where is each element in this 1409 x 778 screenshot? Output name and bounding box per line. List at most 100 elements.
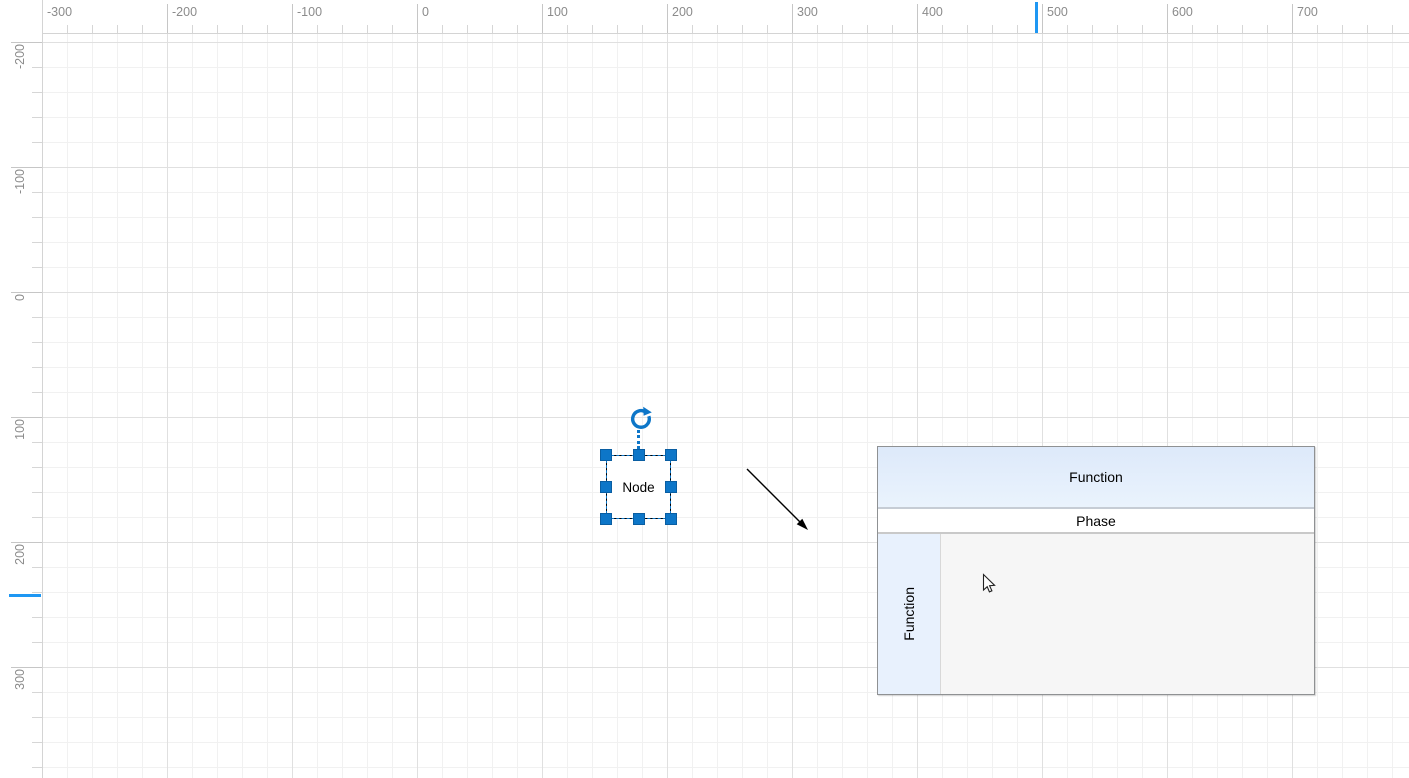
horizontal-ruler-tick [817,25,818,33]
vertical-ruler-tick [32,367,42,368]
horizontal-ruler-tick [942,25,943,33]
rotate-arrowhead [643,407,652,416]
vertical-ruler-tick [32,717,42,718]
selection-handle-ne[interactable] [665,449,677,461]
vertical-ruler-tick [32,467,42,468]
vertical-ruler-label: 100 [13,419,27,440]
horizontal-ruler-tick [1342,25,1343,33]
horizontal-ruler-tick [892,25,893,33]
horizontal-ruler-label: 700 [1297,5,1318,19]
vertical-ruler-label: 200 [13,544,27,565]
vertical-ruler-tick [11,417,42,418]
horizontal-ruler-tick [317,25,318,33]
horizontal-ruler-position-marker [1035,2,1038,33]
node-shape[interactable]: Node [606,455,671,519]
vertical-ruler-tick [32,192,42,193]
horizontal-ruler-tick [917,4,918,33]
horizontal-ruler-tick [292,4,293,33]
horizontal-ruler-tick [992,25,993,33]
horizontal-ruler-tick [717,25,718,33]
horizontal-ruler-tick [117,25,118,33]
selection-handle-n[interactable] [633,449,645,461]
selection-handle-nw[interactable] [600,449,612,461]
horizontal-ruler-tick [1242,25,1243,33]
ruler-corner [0,0,42,33]
table-lane-cell[interactable]: Function [878,534,941,694]
vertical-ruler-tick [32,742,42,743]
selection-handle-se[interactable] [665,513,677,525]
vertical-ruler-tick [11,167,42,168]
table-body: Function [878,534,1314,694]
vertical-ruler[interactable]: -200-1000100200300 [0,0,43,778]
vertical-ruler-tick [32,692,42,693]
mouse-cursor-icon [982,573,998,595]
horizontal-ruler-tick [842,25,843,33]
horizontal-ruler-tick [1317,25,1318,33]
vertical-ruler-label: -100 [13,169,27,194]
horizontal-ruler-label: 300 [797,5,818,19]
horizontal-ruler-tick [67,25,68,33]
horizontal-ruler-tick [1117,25,1118,33]
vertical-ruler-tick [11,42,42,43]
horizontal-ruler-label: 400 [922,5,943,19]
vertical-ruler-tick [11,542,42,543]
horizontal-ruler-tick [1392,25,1393,33]
table-phase-label: Phase [1076,513,1116,529]
table-content-cell[interactable] [941,534,1314,694]
vertical-ruler-tick [32,442,42,443]
horizontal-ruler-tick [692,25,693,33]
vertical-ruler-label: 0 [13,294,27,301]
horizontal-ruler-tick [492,25,493,33]
horizontal-ruler-label: -200 [172,5,197,19]
horizontal-ruler-tick [167,4,168,33]
table-phase-cell[interactable]: Phase [878,509,1314,534]
vertical-ruler-tick [32,617,42,618]
cross-functional-table[interactable]: Function Phase Function [877,446,1315,695]
vertical-ruler-position-marker [9,594,41,597]
connector-arrow[interactable] [740,461,820,541]
horizontal-ruler-tick [1192,25,1193,33]
vertical-ruler-tick [32,342,42,343]
vertical-ruler-tick [32,117,42,118]
vertical-ruler-tick [32,492,42,493]
horizontal-ruler-tick [267,25,268,33]
horizontal-ruler-tick [1092,25,1093,33]
connector-arrow-line [747,469,801,523]
rotation-handle-connector [637,430,640,449]
horizontal-ruler-tick [242,25,243,33]
horizontal-ruler-tick [217,25,218,33]
horizontal-ruler-label: 0 [422,5,429,19]
horizontal-ruler-tick [792,4,793,33]
vertical-ruler-tick [32,242,42,243]
vertical-ruler-label: -200 [13,44,27,69]
horizontal-ruler-tick [1067,25,1068,33]
vertical-ruler-tick [32,267,42,268]
horizontal-ruler-tick [592,25,593,33]
horizontal-ruler-tick [1017,25,1018,33]
selection-handle-sw[interactable] [600,513,612,525]
horizontal-ruler-tick [142,25,143,33]
vertical-ruler-tick [32,642,42,643]
horizontal-ruler-tick [1142,25,1143,33]
horizontal-ruler-tick [642,25,643,33]
horizontal-ruler-tick [342,25,343,33]
horizontal-ruler-label: 200 [672,5,693,19]
horizontal-ruler-tick [1292,4,1293,33]
horizontal-ruler-tick [1167,4,1168,33]
vertical-ruler-tick [32,592,42,593]
selection-handle-s[interactable] [633,513,645,525]
vertical-ruler-tick [32,217,42,218]
selection-handle-w[interactable] [600,481,612,493]
rotate-handle-icon[interactable] [629,406,653,430]
selection-handle-e[interactable] [665,481,677,493]
vertical-ruler-tick [32,567,42,568]
horizontal-ruler-tick [417,4,418,33]
table-header-cell[interactable]: Function [878,447,1314,509]
horizontal-ruler[interactable]: -300-200-1000100200300400500600700 [0,0,1409,34]
horizontal-ruler-label: -100 [297,5,322,19]
horizontal-ruler-tick [767,25,768,33]
node-label: Node [622,480,654,495]
vertical-ruler-tick [11,667,42,668]
horizontal-ruler-tick [517,25,518,33]
